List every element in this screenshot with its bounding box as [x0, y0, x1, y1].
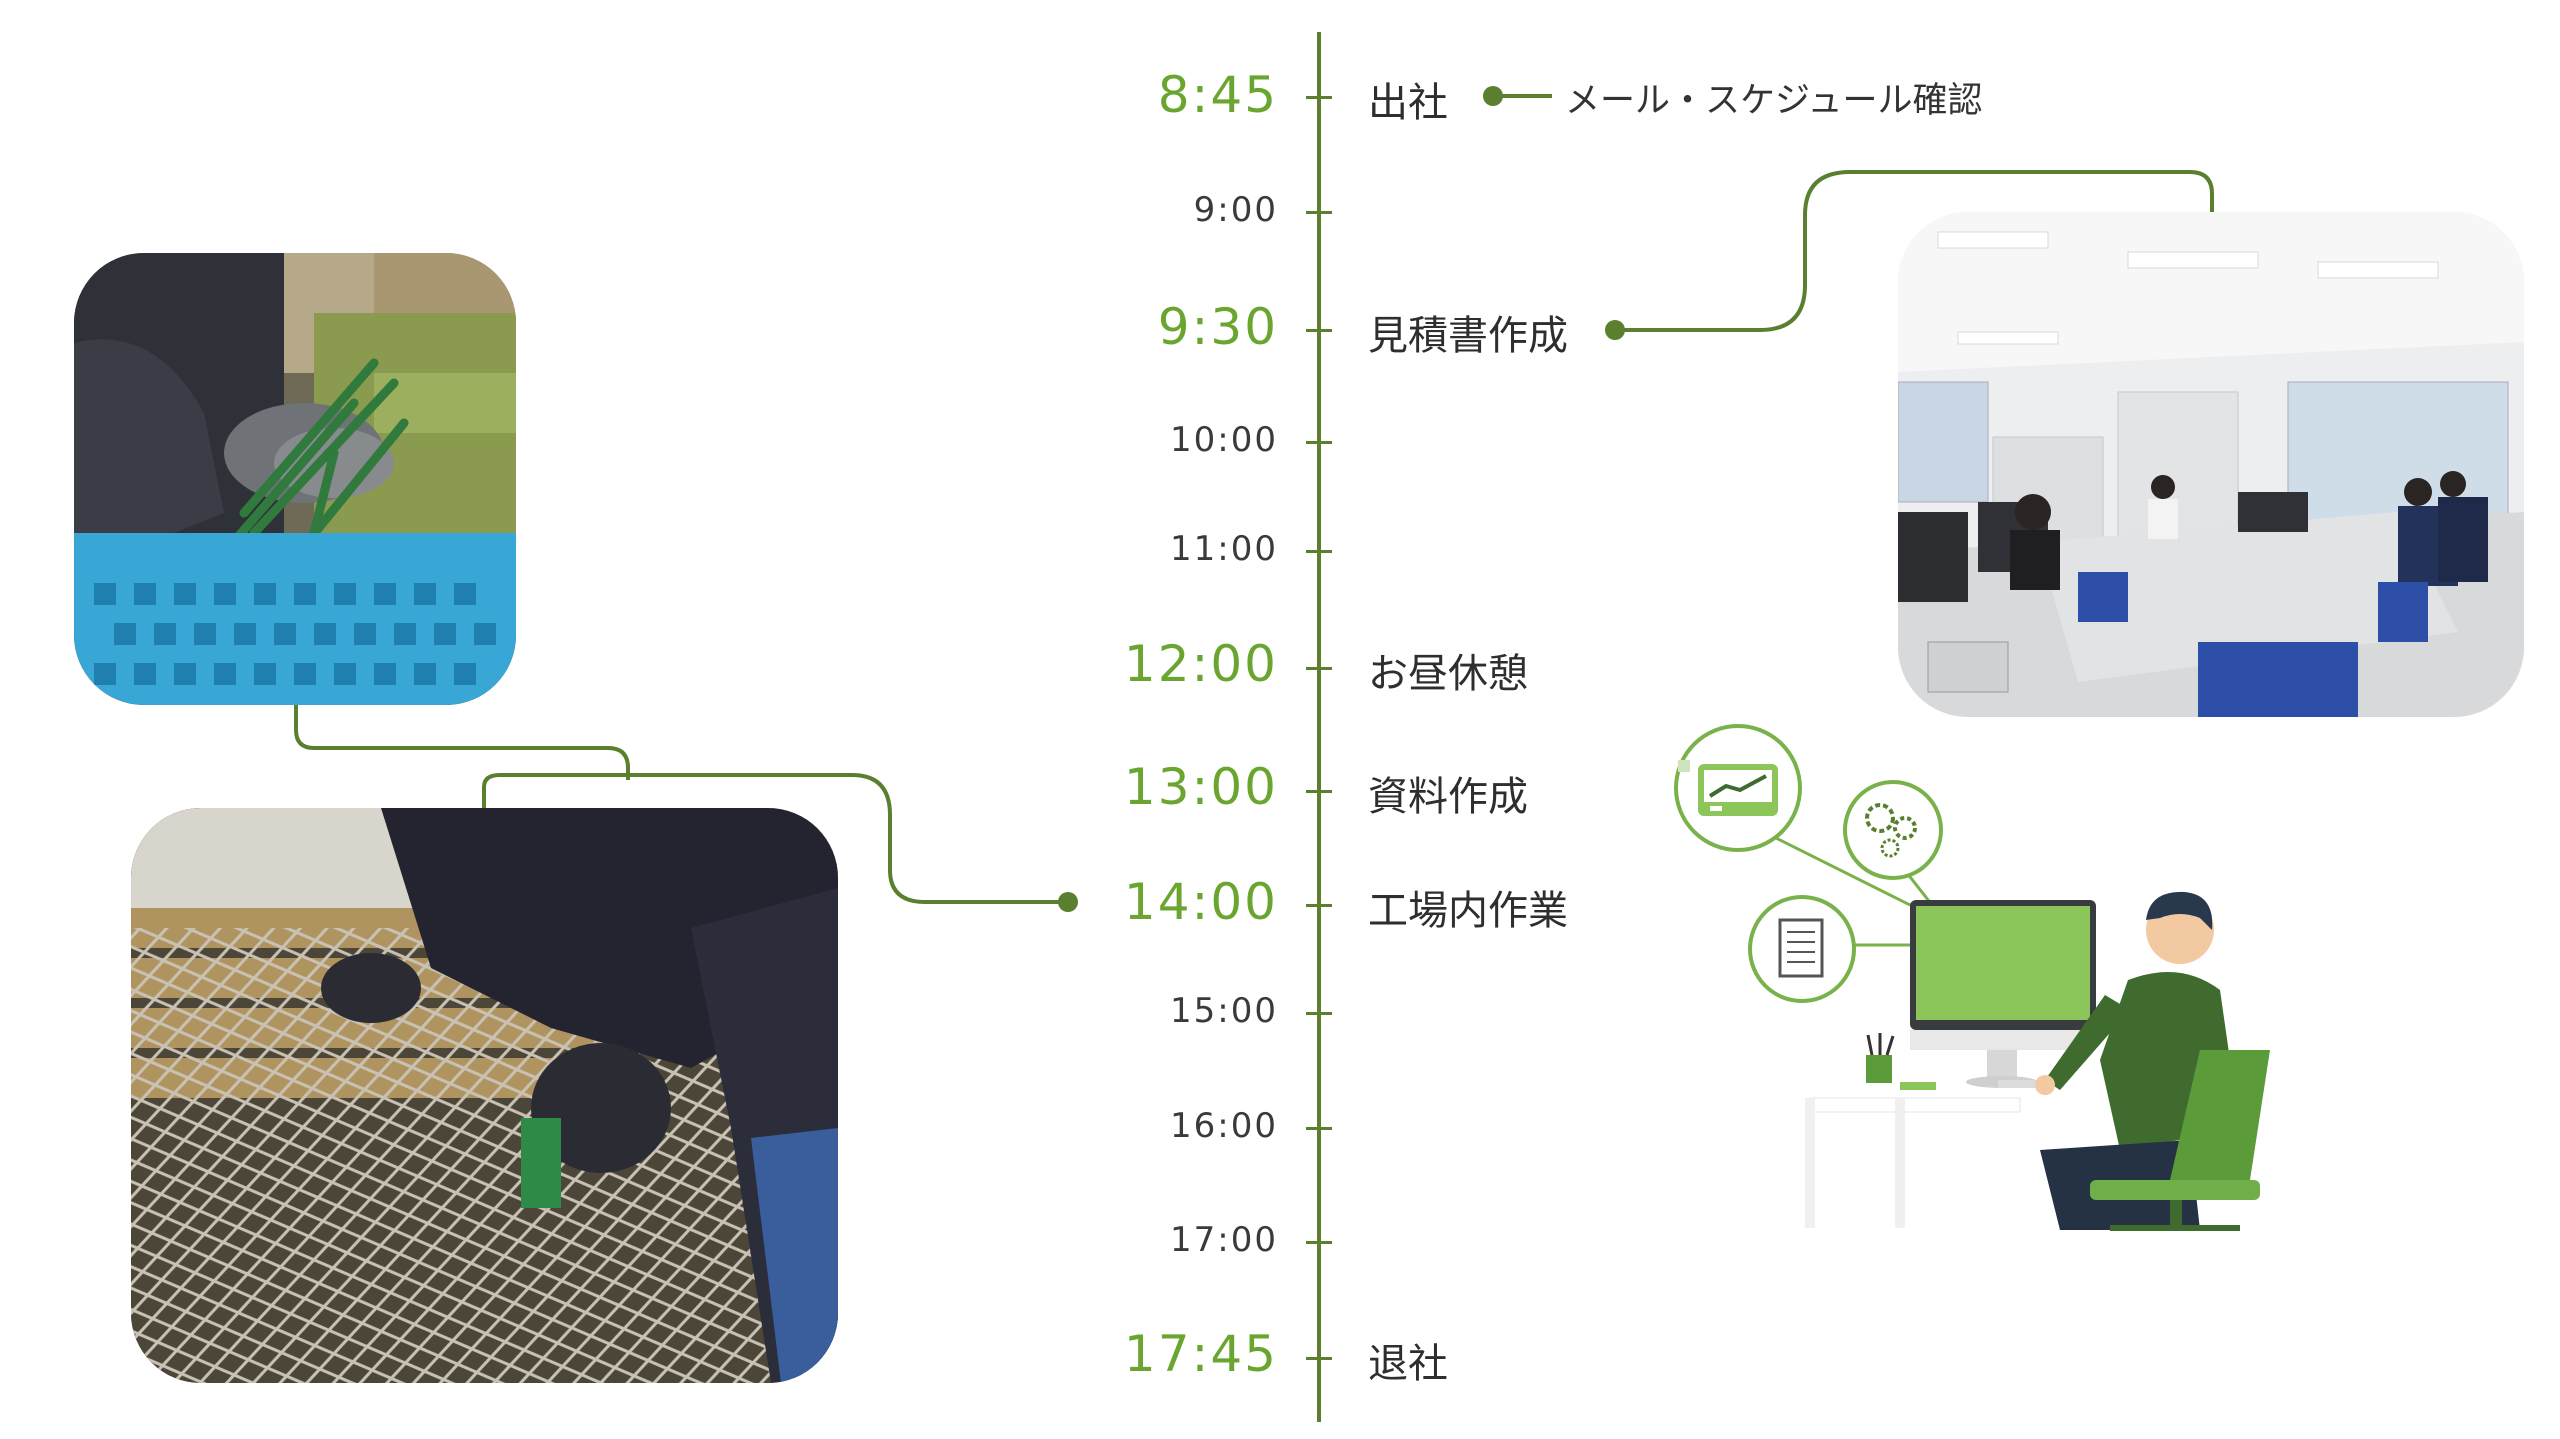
- tick-1745: [1306, 1357, 1332, 1360]
- time-label: 8:45: [1157, 66, 1278, 124]
- time-label: 9:30: [1157, 298, 1278, 356]
- tick-1200: [1306, 667, 1332, 670]
- time-label: 11:00: [1170, 529, 1278, 569]
- tick-0845: [1306, 96, 1332, 99]
- tick-1700: [1306, 1241, 1332, 1244]
- tick-1400: [1306, 904, 1332, 907]
- wire-mesh-photo: [131, 808, 838, 1383]
- factory-parts-photo: [74, 253, 516, 705]
- event-note: メール・スケジュール確認: [1565, 81, 1983, 121]
- time-label: 9:00: [1193, 190, 1278, 230]
- time-label: 14:00: [1123, 873, 1278, 931]
- time-label: 17:00: [1170, 1220, 1278, 1260]
- event-label: 資料作成: [1368, 774, 1528, 820]
- tick-1100: [1306, 550, 1332, 553]
- event-label: お昼休憩: [1368, 651, 1528, 697]
- time-label: 15:00: [1170, 991, 1278, 1031]
- time-label: 10:00: [1170, 420, 1278, 460]
- tick-0930: [1306, 329, 1332, 332]
- event-label: 退社: [1368, 1341, 1448, 1387]
- time-label: 17:45: [1123, 1325, 1278, 1383]
- event-label: 出社: [1368, 80, 1448, 126]
- tick-1300: [1306, 790, 1332, 793]
- event-label: 工場内作業: [1368, 888, 1568, 934]
- tick-1600: [1306, 1127, 1332, 1130]
- timeline-axis: [1317, 32, 1321, 1422]
- time-label: 12:00: [1123, 635, 1278, 693]
- tick-1000: [1306, 441, 1332, 444]
- event-label: 見積書作成: [1368, 313, 1568, 359]
- tick-0900: [1306, 211, 1332, 214]
- tick-1500: [1306, 1012, 1332, 1015]
- time-label: 16:00: [1170, 1106, 1278, 1146]
- time-label: 13:00: [1123, 758, 1278, 816]
- office-photo: [1898, 212, 2524, 717]
